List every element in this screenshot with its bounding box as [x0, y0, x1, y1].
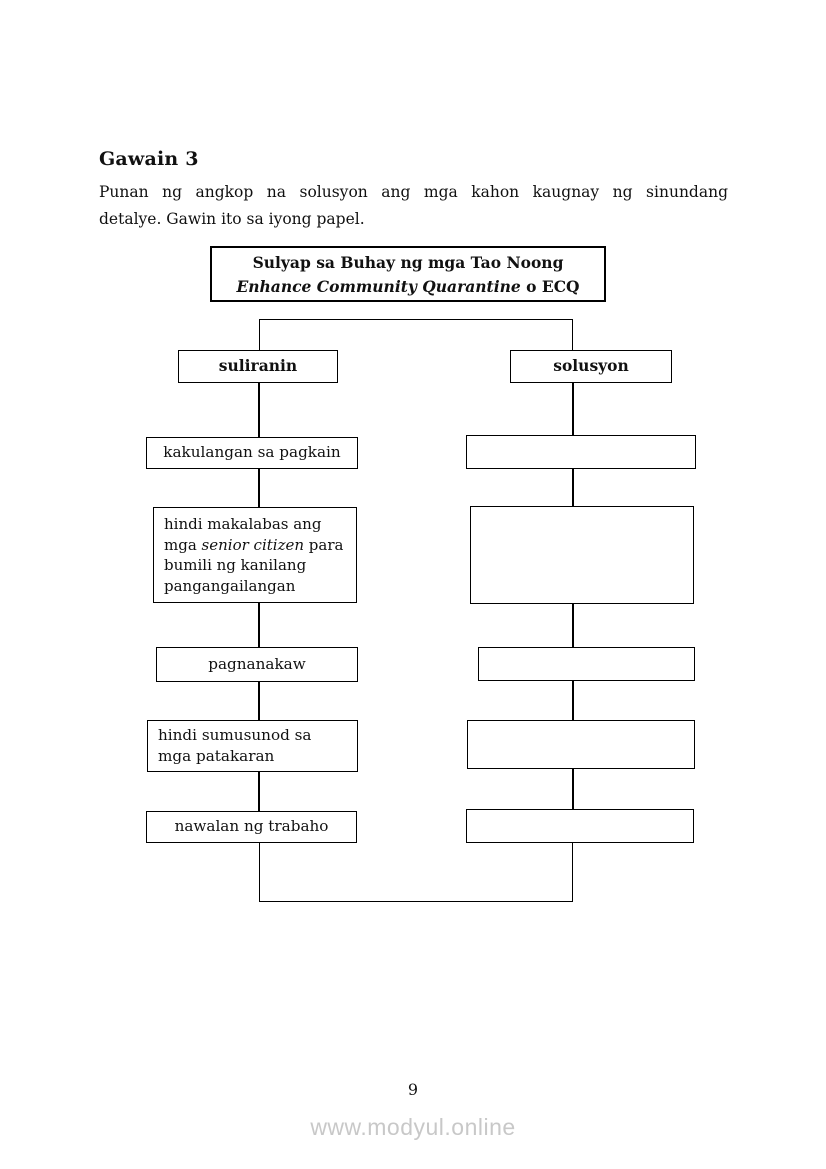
solution-box-2: [470, 506, 694, 604]
connector-right-4: [572, 681, 574, 720]
instructions-line-2: detalye. Gawin ito sa iyong papel.: [99, 210, 365, 228]
footer-watermark: www.modyul.online: [310, 1114, 516, 1140]
problem-box-4: hindi sumusunod sa mga patakaran: [147, 720, 358, 772]
top-bracket-connector: [259, 319, 573, 350]
problem-2-text-post: para bumili ng kanilang pangangailangan: [164, 535, 344, 595]
problem-2-text-italic: senior citizen: [201, 535, 305, 554]
problem-box-2: hindi makalabas ang mga senior citizen p…: [153, 507, 357, 603]
column-header-suliranin: suliranin: [178, 350, 338, 383]
problem-box-5: nawalan ng trabaho: [146, 811, 357, 843]
activity-heading: Gawain 3: [99, 148, 199, 170]
instructions-text: Punan ng angkop na solusyon ang mga kaho…: [99, 179, 728, 233]
flowchart-title-suffix: o ECQ: [520, 277, 580, 296]
flowchart-title-line-2: Enhance Community Quarantine o ECQ: [212, 275, 604, 299]
connector-right-5: [572, 769, 574, 809]
connector-left-4: [258, 682, 260, 720]
connector-left-2: [258, 469, 260, 507]
solution-box-1: [466, 435, 696, 469]
connector-right-2: [572, 469, 574, 506]
solution-box-3: [478, 647, 695, 681]
column-header-solusyon: solusyon: [510, 350, 672, 383]
solution-box-4: [467, 720, 695, 769]
connector-left-5: [258, 772, 260, 811]
page-number: 9: [407, 1080, 419, 1099]
solution-box-5: [466, 809, 694, 843]
instructions-line-1: Punan ng angkop na solusyon ang mga kaho…: [99, 183, 728, 201]
connector-right-3: [572, 604, 574, 647]
bottom-u-connector: [259, 843, 573, 902]
connector-left-1: [258, 383, 260, 437]
connector-left-3: [258, 603, 260, 647]
flowchart-title-line-1: Sulyap sa Buhay ng mga Tao Noong: [252, 253, 564, 272]
problem-2-text-pre: hindi makalabas ang mga: [164, 515, 322, 554]
flowchart-title-italic: Enhance Community Quarantine: [236, 277, 521, 296]
connector-right-1: [572, 383, 574, 435]
flowchart-title-box: Sulyap sa Buhay ng mga Tao Noong Enhance…: [210, 246, 606, 302]
problem-box-3: pagnanakaw: [156, 647, 358, 682]
problem-box-1: kakulangan sa pagkain: [146, 437, 358, 469]
